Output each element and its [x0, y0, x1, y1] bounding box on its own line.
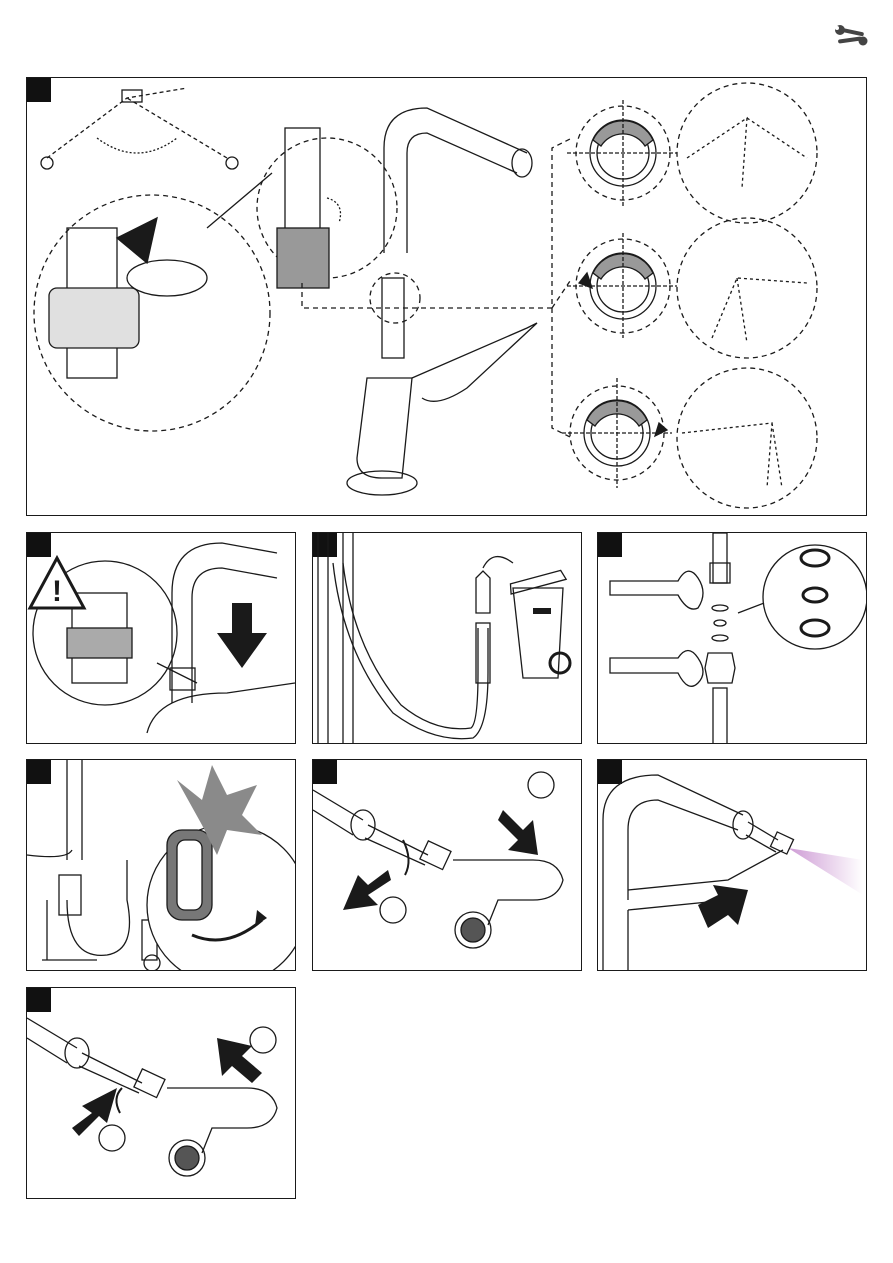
svg-text:!: !: [52, 575, 62, 608]
water-spray: [788, 848, 863, 895]
panel-step-2: !: [26, 532, 296, 744]
arrow-icon: [217, 603, 267, 668]
step-6-illustration: [313, 760, 582, 971]
step-2-illustration: !: [27, 533, 296, 744]
panel-step-7: [597, 759, 867, 971]
panel-step-6: [312, 759, 582, 971]
panel-step-4: [597, 532, 867, 744]
arrow-icon: [217, 1038, 262, 1083]
arrow-icon: [343, 870, 391, 910]
arrow-icon: [72, 1088, 117, 1136]
arrow-icon: [698, 885, 748, 928]
step-8-illustration: [27, 988, 296, 1199]
step-7-illustration: [598, 760, 867, 971]
panel-step-5: [26, 759, 296, 971]
panel-step-1: [26, 77, 867, 516]
arrow-icon: [498, 810, 538, 855]
step-3-illustration: [313, 533, 582, 744]
step-1-illustration: [27, 78, 867, 516]
panel-step-3: [312, 532, 582, 744]
step-5-illustration: [27, 760, 296, 971]
step-4-illustration: [598, 533, 867, 744]
panel-step-8: [26, 987, 296, 1199]
wrench-icon: [834, 24, 868, 48]
trash-bin-icon: [533, 608, 551, 614]
